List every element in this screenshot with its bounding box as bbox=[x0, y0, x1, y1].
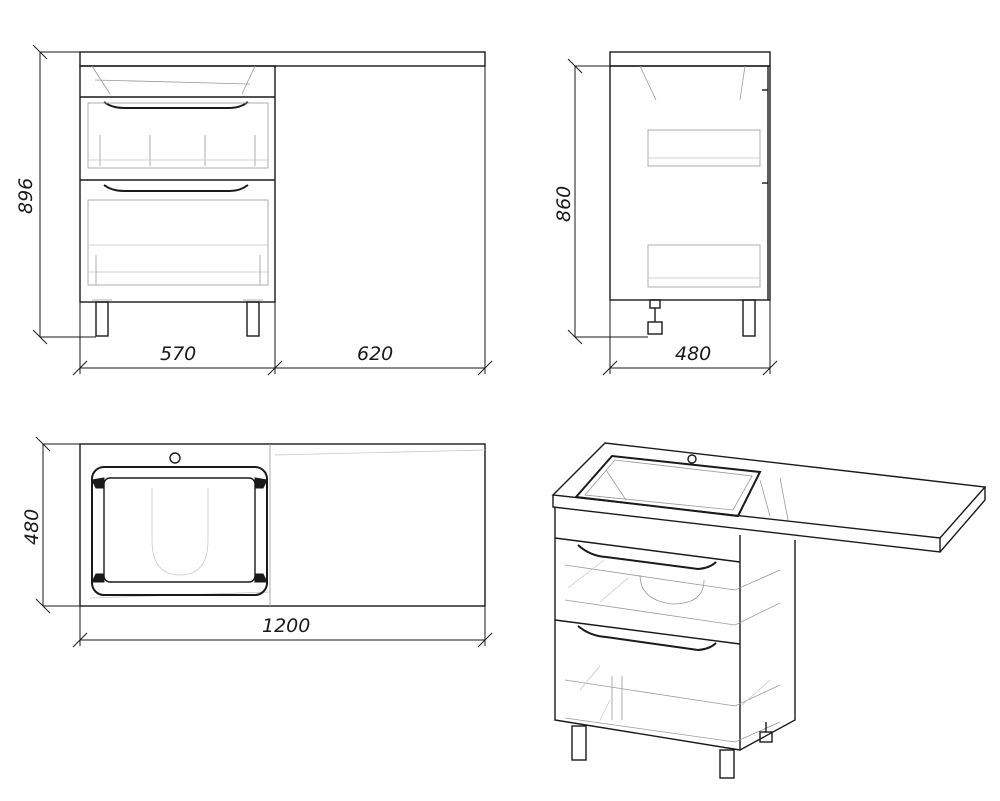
side-height-label: 860 bbox=[553, 186, 575, 222]
side-view bbox=[609, 51, 771, 337]
front-height-label: 896 bbox=[15, 178, 37, 214]
front-right-width-label: 620 bbox=[357, 343, 393, 365]
isometric-view bbox=[551, 442, 987, 779]
top-view bbox=[79, 443, 486, 607]
side-view-dimensions bbox=[567, 58, 778, 376]
front-view bbox=[79, 51, 486, 337]
side-depth-label: 480 bbox=[675, 343, 711, 365]
top-total-width-label: 1200 bbox=[262, 615, 310, 637]
front-left-width-label: 570 bbox=[160, 343, 196, 365]
top-depth-label: 480 bbox=[21, 509, 43, 545]
front-view-dimensions bbox=[32, 44, 493, 376]
top-view-dimensions bbox=[35, 436, 493, 648]
